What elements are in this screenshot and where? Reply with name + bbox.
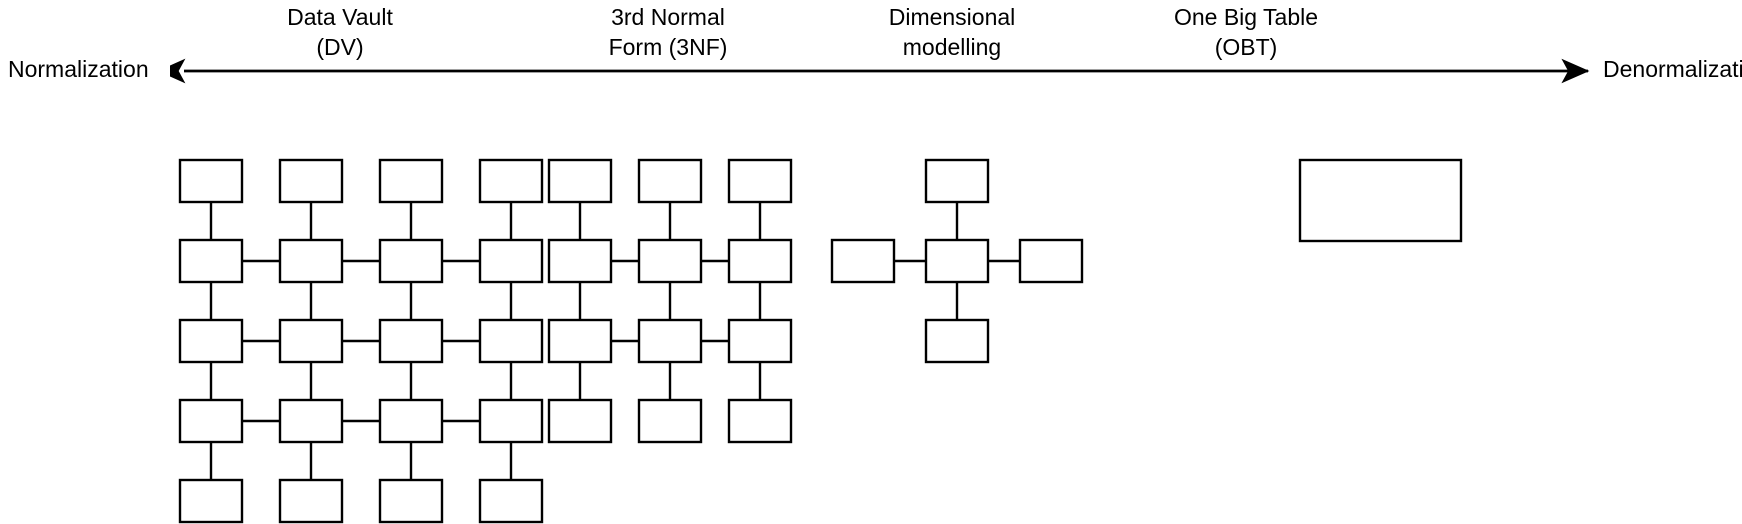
stage-label-dimensional-modelling: Dimensional modelling [888, 4, 1016, 61]
table-node [547, 318, 613, 364]
table-node [178, 238, 244, 284]
table-node [378, 158, 444, 204]
model-group-dimensional-modelling [830, 158, 1084, 364]
table-node [278, 238, 344, 284]
table-node [178, 478, 244, 524]
table-node [637, 238, 703, 284]
table-node [727, 238, 793, 284]
stage-label-third-normal-form: 3rd Normal Form (3NF) [608, 4, 728, 61]
table-node [637, 398, 703, 444]
table-node [378, 398, 444, 444]
table-node [637, 158, 703, 204]
table-node [637, 318, 703, 364]
table-node [547, 158, 613, 204]
table-node [278, 478, 344, 524]
table-node [178, 398, 244, 444]
table-node [278, 318, 344, 364]
table-node [547, 398, 613, 444]
normalization-spectrum-arrow [170, 58, 1590, 84]
one-big-table-node [1298, 158, 1463, 243]
table-node [478, 318, 544, 364]
dimension-table-node [830, 238, 896, 284]
table-node [547, 238, 613, 284]
table-node [178, 158, 244, 204]
dimension-table-node [1018, 238, 1084, 284]
table-node [278, 158, 344, 204]
table-node [378, 238, 444, 284]
axis-label-normalization: Normalization [8, 56, 149, 82]
table-node [727, 318, 793, 364]
table-node [278, 398, 344, 444]
table-node [378, 478, 444, 524]
axis-label-denormalization: Denormalization [1603, 56, 1742, 82]
stage-label-one-big-table: One Big Table (OBT) [1173, 4, 1319, 61]
stage-label-data-vault: Data Vault (DV) [287, 4, 393, 61]
table-node [478, 478, 544, 524]
table-node [478, 238, 544, 284]
model-group-data-vault [178, 158, 544, 524]
model-group-one-big-table [1298, 158, 1463, 243]
table-node [478, 398, 544, 444]
table-node [178, 318, 244, 364]
table-node [727, 398, 793, 444]
model-group-third-normal-form [547, 158, 793, 444]
table-node [378, 318, 444, 364]
table-node [727, 158, 793, 204]
fact-table-node [924, 238, 990, 284]
table-node [478, 158, 544, 204]
dimension-table-node [924, 158, 990, 204]
dimension-table-node [924, 318, 990, 364]
